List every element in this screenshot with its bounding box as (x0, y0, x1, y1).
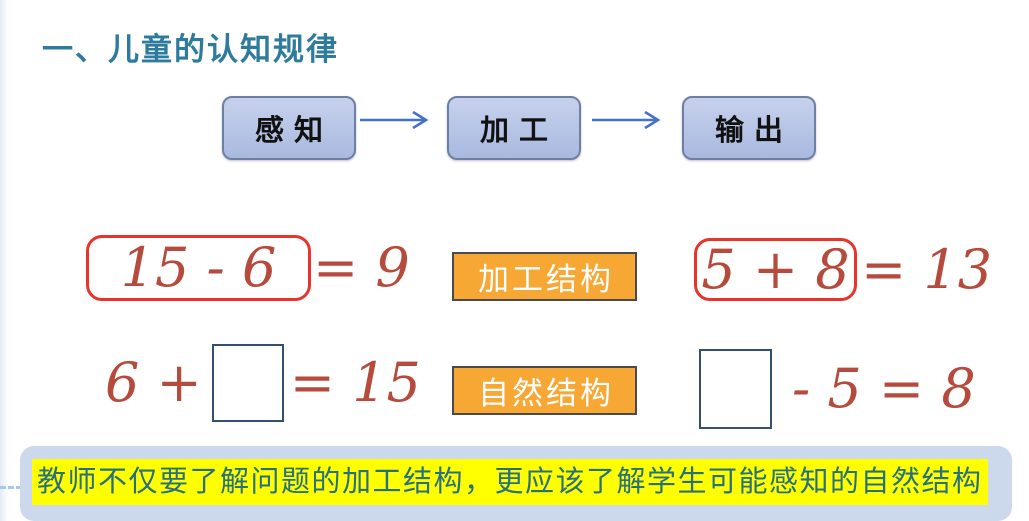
structure-label-text: 加工结构 (478, 262, 614, 297)
right-arrow-icon (360, 110, 429, 130)
flow-node-output: 输出 (682, 96, 816, 160)
handwritten-expression: - 5 = 8 (792, 357, 976, 420)
note-callout-box: 教师不仅要了解问题的加工结构，更应该了解学生可能感知的自然结构 (20, 446, 1012, 521)
equation-bottom-left: 6 + = 15 (105, 344, 421, 422)
flow-node-label: 加工 (479, 115, 558, 147)
handwritten-result: = 15 (289, 351, 421, 414)
handwritten-result: = 13 (861, 237, 993, 301)
flow-node-label: 输出 (714, 115, 793, 147)
flow-node-label: 感知 (254, 115, 333, 147)
handwritten-expression: 15 - 6 (120, 236, 277, 299)
flow-node-perception: 感知 (222, 96, 356, 160)
dashed-connector-line (0, 486, 30, 489)
slide-edge-strip (0, 0, 8, 521)
natural-structure-label: 自然结构 (452, 366, 637, 415)
highlighted-note-text: 教师不仅要了解问题的加工结构，更应该了解学生可能感知的自然结构 (32, 459, 988, 506)
red-circle-annotation: 5 + 8 (694, 238, 857, 301)
blank-answer-box (699, 349, 772, 429)
handwritten-expression: 6 + (105, 351, 202, 414)
blank-answer-box (211, 344, 284, 422)
handwritten-result: = 9 (313, 236, 410, 299)
red-circle-annotation: 15 - 6 (86, 235, 311, 301)
slide-title: 一、儿童的认知规律 (42, 32, 339, 67)
equation-bottom-right: - 5 = 8 (699, 349, 976, 429)
flow-node-processing: 加工 (447, 96, 581, 160)
structure-label-text: 自然结构 (478, 376, 614, 411)
equation-top-right: 5 + 8 = 13 (694, 238, 992, 301)
equation-top-left: 15 - 6 = 9 (86, 235, 410, 301)
processing-structure-label: 加工结构 (452, 252, 637, 301)
handwritten-expression: 5 + 8 (701, 237, 850, 301)
right-arrow-icon (592, 110, 661, 130)
